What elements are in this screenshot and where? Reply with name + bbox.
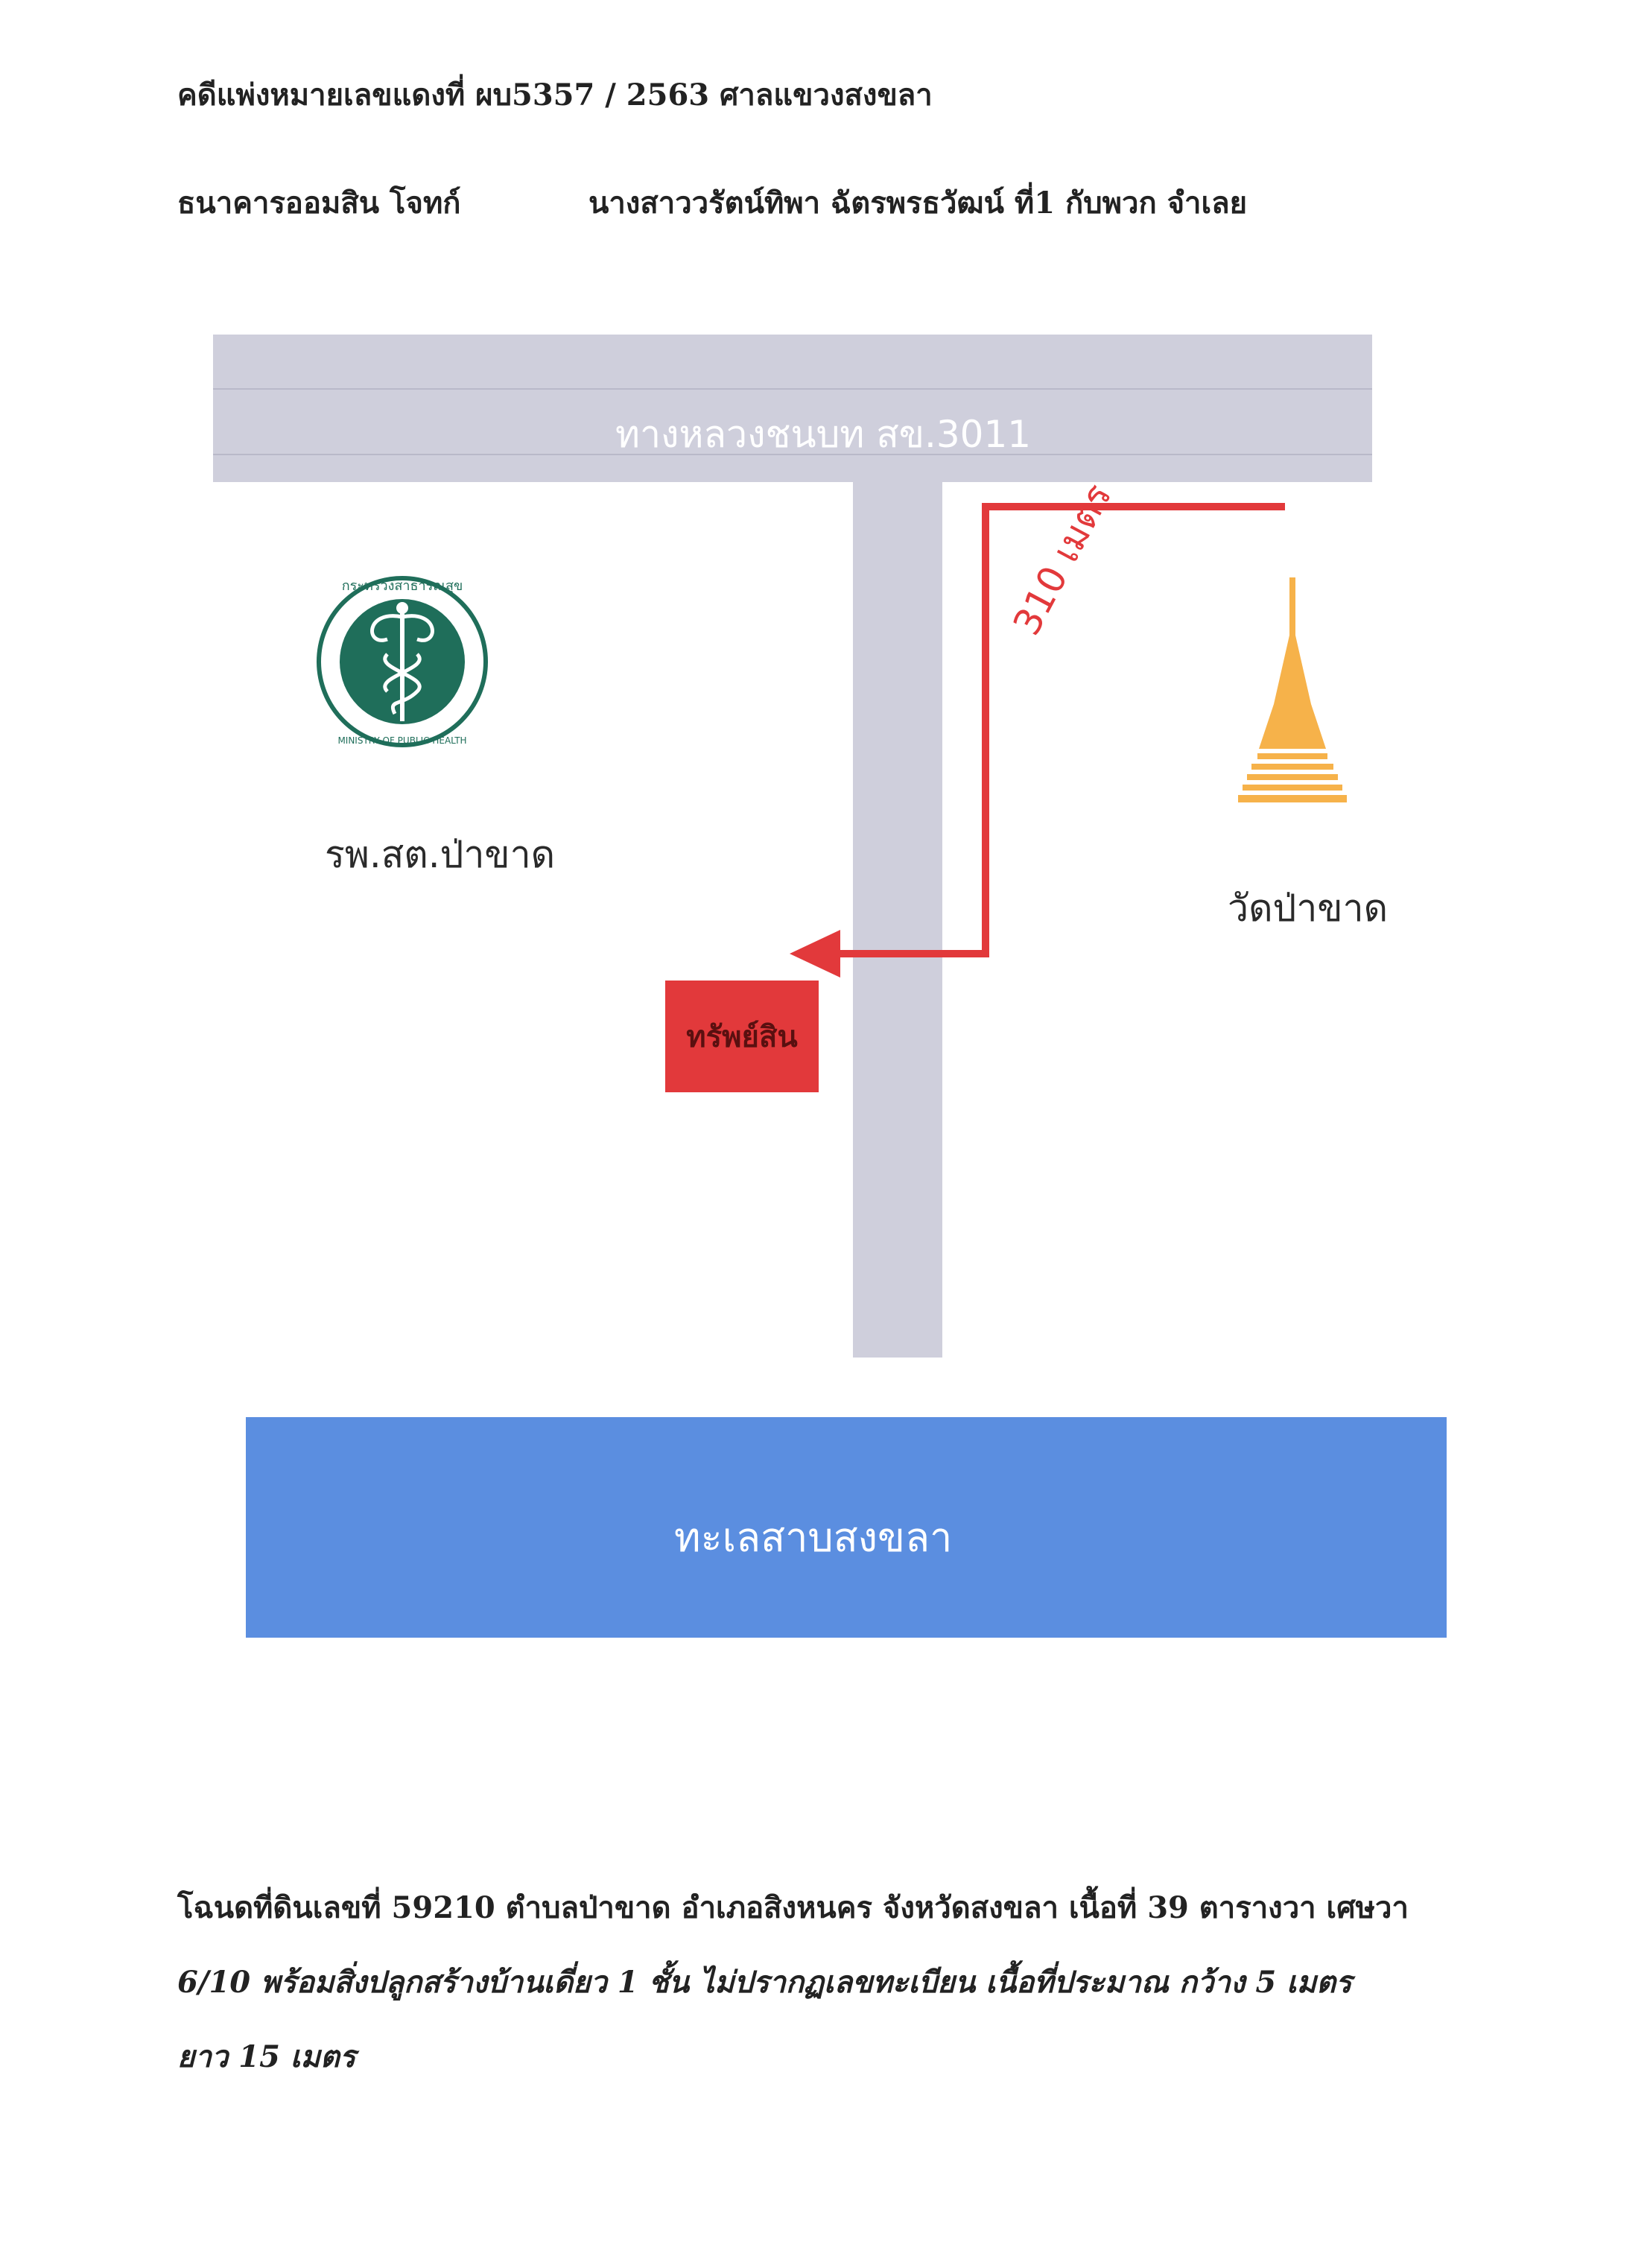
property-label: ทรัพย์สิน bbox=[686, 1020, 798, 1054]
temple-stupa-icon bbox=[1238, 577, 1347, 802]
lake-label: ทะเลสาบสงขลา bbox=[674, 1514, 953, 1561]
logo-thai-text: กระทรวงสาธารณสุข bbox=[342, 578, 463, 594]
defendant-name: นางสาววรัตน์ทิพา ฉัตรพรธวัฒน์ ที่1 กับพว… bbox=[588, 186, 1248, 221]
ministry-of-public-health-icon: กระทรวงสาธารณสุข MINISTRY OF PUBLIC HEAL… bbox=[317, 576, 488, 747]
highway-label: ทางหลวงชนบท สข.3011 bbox=[615, 413, 1032, 456]
highway-road: ทางหลวงชนบท สข.3011 bbox=[213, 335, 1372, 482]
road-lane-line bbox=[213, 454, 1372, 455]
arrow-head bbox=[790, 930, 840, 978]
plaintiff-name: ธนาคารออมสิน โจทก์ bbox=[177, 186, 461, 221]
case-number: คดีแพ่งหมายเลขแดงที่ ผบ5357 / 2563 ศาลแข… bbox=[177, 77, 933, 113]
temple-label: วัดป่าขาด bbox=[1228, 887, 1389, 930]
property-marker: ทรัพย์สิน bbox=[665, 981, 819, 1092]
side-road bbox=[853, 482, 942, 1358]
deed-description-line-3: ยาว 15 เมตร bbox=[177, 2039, 356, 2074]
songkhla-lake: ทะเลสาบสงขลา bbox=[246, 1417, 1447, 1638]
health-center-label: รพ.สต.ป่าขาด bbox=[325, 833, 556, 876]
logo-english-text: MINISTRY OF PUBLIC HEALTH bbox=[337, 735, 466, 746]
road-lane-line bbox=[213, 388, 1372, 390]
deed-description-line-2: 6/10 พร้อมสิ่งปลูกสร้างบ้านเดี่ยว 1 ชั้น… bbox=[177, 1965, 1352, 2000]
route-line bbox=[827, 503, 1285, 957]
deed-description-line-1: โฉนดที่ดินเลขที่ 59210 ตำบลป่าขาด อำเภอส… bbox=[177, 1890, 1409, 1925]
